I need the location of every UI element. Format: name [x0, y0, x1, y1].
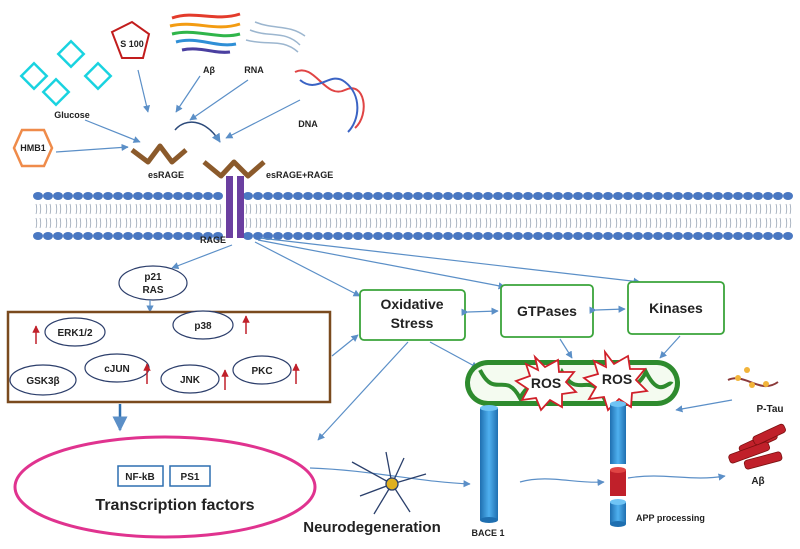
- bace1-label: BACE 1: [471, 528, 504, 538]
- ps1-box: [169, 465, 211, 487]
- glucose-label: Glucose: [54, 110, 90, 120]
- p21-ras-node: [118, 265, 188, 301]
- esrage-rage-label: esRAGE+RAGE: [266, 170, 333, 180]
- bace1-cylinder: [480, 405, 498, 523]
- mitochondria-icon: [465, 360, 680, 406]
- abeta-ligand-label: Aβ: [203, 65, 215, 75]
- dna-icon: [294, 69, 365, 133]
- right-arrows: [309, 399, 733, 488]
- neurodegeneration-label: Neurodegeneration: [303, 519, 441, 536]
- esrage-icon: [130, 143, 188, 165]
- ligand-arrows: [55, 69, 301, 153]
- ras-label: RAS: [142, 285, 163, 296]
- ptau-icon: [727, 367, 779, 388]
- ros-label-2: ROS: [602, 371, 632, 387]
- box-connector-arrows: [317, 305, 681, 441]
- abeta-product-label: Aβ: [751, 476, 764, 487]
- ps1-label: PS1: [181, 472, 200, 483]
- transcription-factors-label: Transcription factors: [95, 497, 254, 514]
- app-processing-label: APP processing: [636, 513, 705, 523]
- kinase-p38: p38: [194, 321, 212, 332]
- kinase-nodes: [9, 310, 292, 396]
- kinases-to-stress-arrow: [331, 334, 359, 357]
- stress-label: Stress: [391, 315, 434, 331]
- ros-burst-icon: [514, 349, 649, 412]
- kinases-box-label: Kinases: [649, 300, 703, 316]
- neuron-icon: [351, 451, 427, 515]
- abeta-fibrils-icon: [728, 423, 786, 470]
- nfkb-label: NF-kB: [125, 472, 154, 483]
- p21-label: p21: [144, 272, 162, 283]
- esrage-label: esRAGE: [148, 170, 184, 180]
- ros-label-1: ROS: [531, 375, 561, 391]
- cell-membrane: [33, 192, 793, 240]
- dna-label: DNA: [298, 119, 318, 129]
- app-cylinder: [610, 401, 626, 527]
- abeta-protein-icon: [169, 12, 241, 54]
- transcription-factors-ellipse: [13, 435, 317, 539]
- kinase-pkc: PKC: [251, 366, 272, 377]
- hmb1-icon: [12, 128, 54, 168]
- s100-icon: [110, 20, 151, 59]
- s100-label: S 100: [120, 39, 144, 49]
- kinase-jnk: JNK: [180, 375, 201, 386]
- kinase-erk: ERK1/2: [57, 328, 92, 339]
- nfkb-box: [117, 465, 164, 487]
- kinase-gsk3b: GSK3β: [26, 376, 59, 387]
- kinase-cjun: cJUN: [104, 364, 130, 375]
- upregulation-arrows: [32, 315, 300, 390]
- hmb1-label: HMB1: [20, 143, 46, 153]
- esrage-to-rage-arrow: [174, 121, 221, 143]
- glucose-icon: [19, 39, 113, 107]
- rna-icon: [245, 21, 306, 53]
- oxidative-label: Oxidative: [380, 296, 443, 312]
- rna-label: RNA: [244, 65, 264, 75]
- rage-output-arrows: [171, 237, 641, 297]
- rage-receptor-icon: [202, 159, 266, 238]
- gtpases-label: GTPases: [517, 303, 577, 319]
- rage-label: RAGE: [200, 235, 226, 245]
- kinases-box: [627, 281, 725, 335]
- ptau-label: P-Tau: [756, 404, 783, 415]
